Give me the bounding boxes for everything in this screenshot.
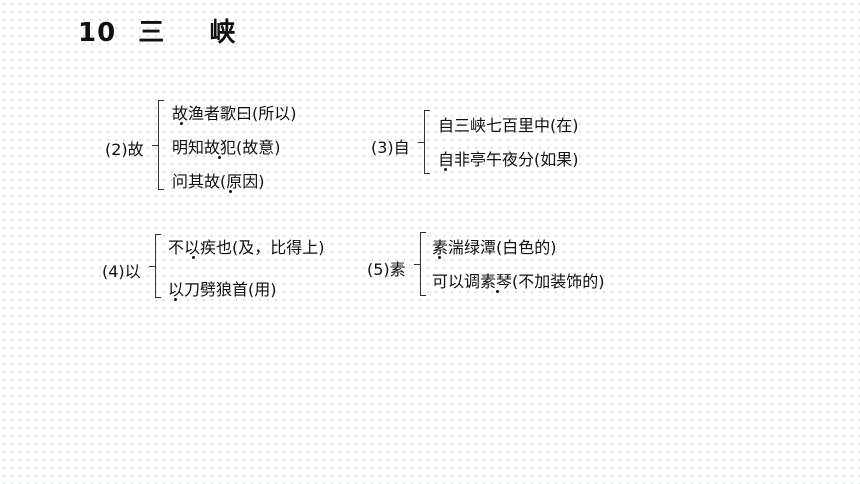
emphasis-dot [229, 190, 232, 193]
group-label: (5)素 [367, 260, 406, 279]
emphasis-dot [218, 156, 221, 159]
title-char-1: 三 [138, 18, 166, 48]
emphasis-dot [180, 122, 183, 125]
definition-item: 可以调素琴(不加装饰的) [432, 272, 605, 291]
brace [414, 232, 426, 296]
definition-item: 不以疾也(及，比得上) [168, 238, 325, 257]
emphasis-dot [496, 290, 499, 293]
page-title: 10 三 峡 [78, 12, 236, 49]
definition-item: 以刀劈狼首(用) [168, 280, 277, 299]
definition-item: 问其故(原因) [172, 172, 265, 191]
definition-item: 自三峡七百里中(在) [438, 116, 579, 135]
definition-item: 故渔者歌曰(所以) [172, 104, 297, 123]
group-label: (3)自 [371, 138, 410, 157]
emphasis-dot [438, 256, 441, 259]
brace [152, 100, 164, 190]
title-char-2: 峡 [209, 18, 237, 48]
group-label: (4)以 [102, 262, 141, 281]
definition-item: 明知故犯(故意) [172, 138, 281, 157]
group-label: (2)故 [105, 140, 144, 159]
brace [418, 110, 430, 174]
brace [149, 234, 161, 298]
definition-item: 自非亭午夜分(如果) [438, 150, 579, 169]
definition-item: 素湍绿潭(白色的) [432, 238, 557, 257]
emphasis-dot [444, 168, 447, 171]
emphasis-dot [174, 298, 177, 301]
emphasis-dot [192, 256, 195, 259]
lesson-number: 10 [78, 18, 117, 48]
